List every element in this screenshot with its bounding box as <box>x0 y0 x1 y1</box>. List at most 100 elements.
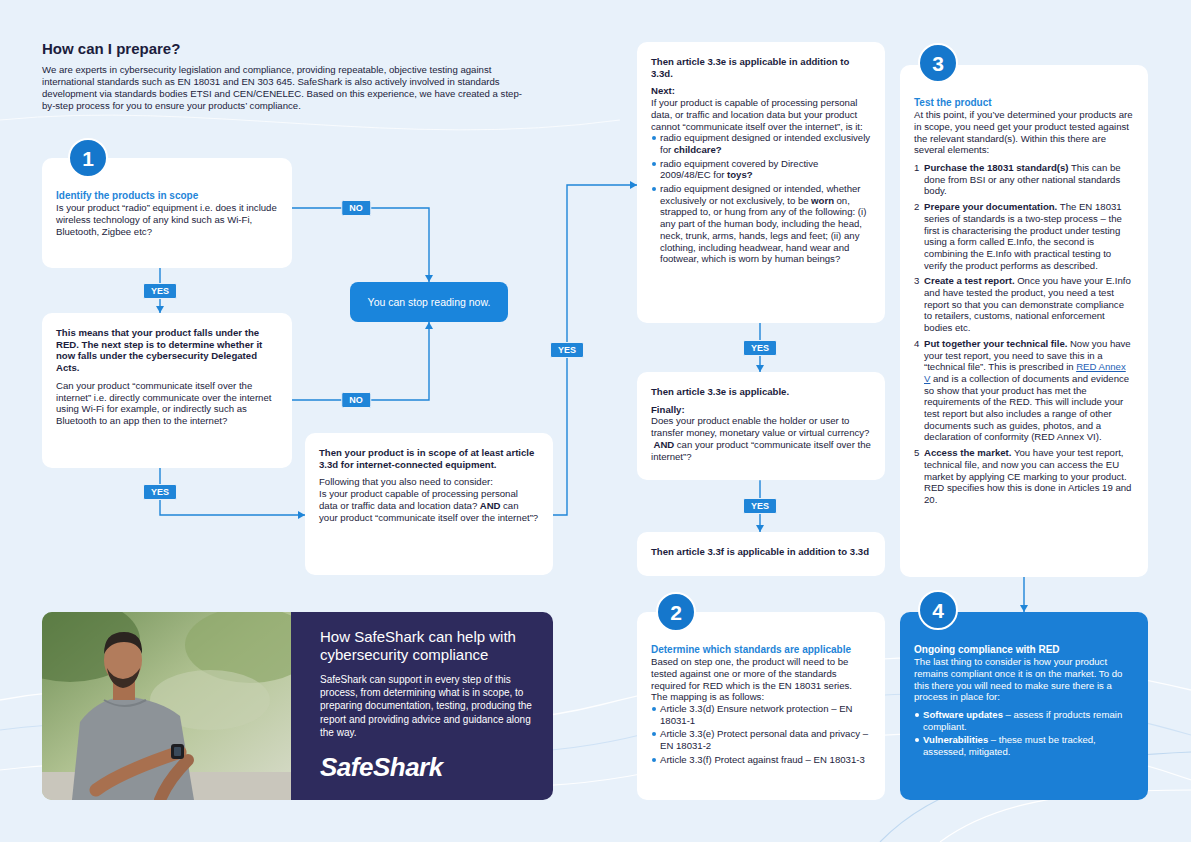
intro-text: We are experts in cybersecurity legislat… <box>42 64 534 112</box>
text-block: 2 <box>670 602 682 623</box>
text-block: Article 3.3(f) Protect against fraud – E… <box>651 754 871 766</box>
promo-panel: How SafeShark can help with cybersecurit… <box>42 612 553 800</box>
text: Then article 3.3f is applicable in addit… <box>651 546 869 557</box>
text-block: 2Prepare your documentation.The EN 18031… <box>914 201 1134 271</box>
text-block: You can stop reading now. <box>368 296 491 309</box>
edge-label: YES <box>743 498 777 514</box>
text: 3 <box>914 275 919 287</box>
arrow-head <box>630 181 637 189</box>
text: toys? <box>727 169 753 180</box>
text: Based on step one, the product will need… <box>651 656 852 702</box>
result-box: Then article 3.3f is applicable in addit… <box>637 532 885 576</box>
text: Then article 3.3e is applicable in addit… <box>651 56 849 79</box>
step-box: Test the productAt this point, if you’ve… <box>900 65 1148 577</box>
text: Finally: <box>651 404 685 415</box>
text: can your product “communicate itself ove… <box>651 439 871 462</box>
text: Identify the products in scope <box>56 190 198 201</box>
text: Article 3.3(f) Protect against fraud – E… <box>660 754 865 765</box>
text: Access the market. <box>924 447 1011 458</box>
text-block: 1Purchase the 18031 standard(s)This can … <box>914 162 1134 197</box>
edge-label: NO <box>341 392 371 408</box>
text: AND <box>480 500 501 511</box>
page-title: How can I prepare? <box>42 40 180 57</box>
arrow-head <box>298 511 305 519</box>
text: Then article 3.3e is applicable. <box>651 386 789 397</box>
step-box: Determine which standards are applicable… <box>637 612 885 800</box>
text: Does your product enable the holder or u… <box>651 415 869 438</box>
text-block: This means that your product falls under… <box>56 327 278 374</box>
text-block: radio equipment covered by Directive 200… <box>651 158 871 181</box>
text-block: 4Put together your technical file.Now yo… <box>914 338 1134 443</box>
edge-label: NO <box>341 200 371 216</box>
question-box: Then article 3.3e is applicable. Finally:… <box>637 372 885 480</box>
text-block: Identify the products in scope <box>56 190 278 202</box>
text-block: Finally: <box>651 404 871 416</box>
text: The last thing to consider is how your p… <box>914 656 1122 702</box>
text: 3 <box>932 52 944 75</box>
text: worn <box>811 195 834 206</box>
text-block: Is your product “radio” equipment i.e. d… <box>56 202 278 237</box>
text: 5 <box>914 447 919 459</box>
text-block: Test the product <box>914 97 1134 109</box>
text: At this point, if you’ve determined your… <box>914 109 1133 155</box>
text-block: Then your product is in scope of at leas… <box>319 447 539 470</box>
text-block: 4 <box>932 600 944 621</box>
edge-label: YES <box>143 283 177 299</box>
step-number: 3 <box>918 43 958 83</box>
text-block: Article 3.3(d) Ensure network protection… <box>651 703 871 726</box>
connector <box>160 468 305 515</box>
text: Determine which standards are applicable <box>651 644 851 655</box>
text: How SafeShark can help with cybersecurit… <box>320 628 516 663</box>
edge-label: YES <box>550 342 584 358</box>
stop-box: You can stop reading now. <box>350 282 508 322</box>
text: 1 <box>82 147 94 170</box>
text: Prepare your documentation. <box>924 201 1057 212</box>
text: This means that your product falls under… <box>56 327 262 373</box>
text-block: SafeShark can support in every step of t… <box>320 673 537 739</box>
text-block: Then article 3.3e is applicable. <box>651 386 871 398</box>
text: Software updates <box>923 709 1003 720</box>
text: 4 <box>914 338 919 350</box>
text-block: How SafeShark can help with cybersecurit… <box>320 628 537 664</box>
text: Next: <box>651 85 675 96</box>
text-block: Can your product “communicate itself ove… <box>56 380 278 427</box>
question-box: Then your product is in scope of at leas… <box>305 433 553 575</box>
text-block: 1 <box>82 148 94 169</box>
text-block: Does your product enable the holder or u… <box>651 415 871 462</box>
step-number: 1 <box>68 138 108 178</box>
text: Article 3.3(e) Protect personal data and… <box>660 728 868 751</box>
question-box: Then article 3.3e is applicable in addit… <box>637 42 885 323</box>
text: childcare? <box>674 144 722 155</box>
arrow-head <box>156 306 164 313</box>
text: SafeShark can support in every step of t… <box>320 674 532 738</box>
text: Purchase the 18031 standard(s) <box>924 162 1069 173</box>
text: 4 <box>932 599 944 622</box>
text-block: Ongoing compliance with RED <box>914 644 1134 656</box>
text-block: 3Create a test report.Once you have your… <box>914 275 1134 334</box>
text: 1 <box>914 162 919 174</box>
step-box: Ongoing compliance with REDThe last thin… <box>900 612 1148 800</box>
edge-label: YES <box>143 484 177 500</box>
text-block: If your product is capable of processing… <box>651 97 871 132</box>
text-block: radio equipment designed or intended exc… <box>651 132 871 155</box>
text: Vulnerabilities <box>923 734 988 745</box>
text-block: Is your product capable of processing pe… <box>319 488 539 523</box>
text-block: At this point, if you’ve determined your… <box>914 109 1134 156</box>
text-block: Following that you also need to consider… <box>319 476 539 488</box>
text: Article 3.3(d) Ensure network protection… <box>660 703 853 726</box>
text: and is a collection of documents and evi… <box>924 373 1129 443</box>
text: Is your product “radio” equipment i.e. d… <box>56 202 277 236</box>
text-block: 3 <box>932 53 944 74</box>
arrow-head <box>756 525 764 532</box>
text-block: SafeShark <box>320 752 443 784</box>
text: AND <box>653 439 674 450</box>
text-block: The last thing to consider is how your p… <box>914 656 1134 703</box>
arrow-head <box>1020 605 1028 612</box>
text: 2 <box>914 201 919 213</box>
text-block: Software updates– assess if products rem… <box>914 709 1134 732</box>
text-block: 5Access the market.You have your test re… <box>914 447 1134 506</box>
text-block: Based on step one, the product will need… <box>651 656 871 703</box>
arrow-head <box>756 365 764 372</box>
step-number: 4 <box>918 590 958 630</box>
